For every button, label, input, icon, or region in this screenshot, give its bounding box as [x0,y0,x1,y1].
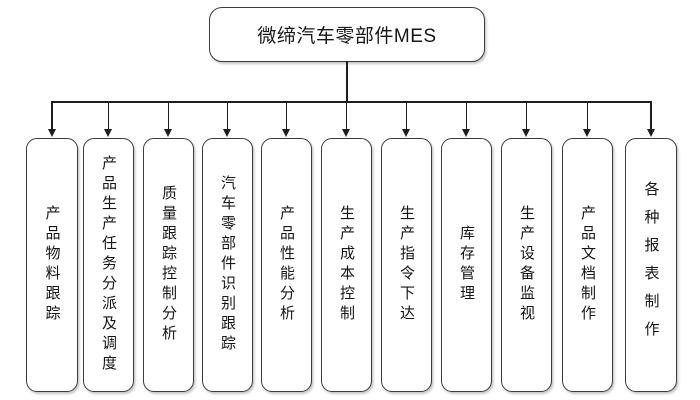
module-label: 生产设备监视 [518,205,535,325]
arrow-down-icon [402,129,411,137]
module-box-task-dispatch-scheduling: 产品生产任务分派及调度 [83,138,134,392]
module-box-production-cost-control: 生产成本控制 [321,138,372,392]
arrow-down-icon [522,129,531,137]
module-box-product-material-tracking: 产品物料跟踪 [26,138,78,392]
module-box-product-performance-analysis: 产品性能分析 [261,138,312,392]
arrow-down-icon [223,129,232,137]
connector-bus [50,101,652,103]
module-label: 生产成本控制 [338,205,355,325]
module-label: 生产指令下达 [398,205,415,325]
connector-drop [107,102,110,130]
arrow-down-icon [646,129,655,137]
module-label: 各种报表制作 [642,181,660,349]
module-box-production-order-release: 生产指令下达 [381,138,432,392]
connector-drop [465,102,468,130]
connector-drop [650,102,652,130]
module-box-quality-tracking-control: 质量跟踪控制分析 [143,138,194,392]
module-label: 产品文档制作 [579,205,596,325]
arrow-down-icon [164,129,173,137]
connector-drop [345,102,348,130]
connector-drop [167,102,170,130]
connector-drop [51,102,53,130]
root-node-mes: 微缔汽车零部件MES [209,7,485,62]
module-label: 产品物料跟踪 [43,205,61,325]
arrow-down-icon [583,129,592,137]
module-box-equipment-monitoring: 生产设备监视 [501,138,552,392]
module-box-inventory-management: 库存管理 [441,138,492,392]
arrow-down-icon [282,129,291,137]
connector-trunk [345,61,348,102]
connector-drop [525,102,528,130]
module-label: 产品性能分析 [278,205,295,325]
module-box-product-document-creation: 产品文档制作 [562,138,613,392]
connector-drop [226,102,229,130]
root-node-label: 微缔汽车零部件MES [257,26,437,47]
arrow-down-icon [47,129,56,137]
module-box-report-creation: 各种报表制作 [625,138,677,392]
arrow-down-icon [342,129,351,137]
module-label: 质量跟踪控制分析 [160,185,177,345]
module-box-parts-identification-tracking: 汽车零部件识别跟踪 [202,138,253,392]
connector-drop [405,102,408,130]
connector-drop [586,102,589,130]
module-label: 库存管理 [458,225,475,305]
arrow-down-icon [462,129,471,137]
arrow-down-icon [104,129,113,137]
connector-drop [285,102,288,130]
module-label: 汽车零部件识别跟踪 [219,175,236,355]
module-label: 产品生产任务分派及调度 [100,155,117,375]
